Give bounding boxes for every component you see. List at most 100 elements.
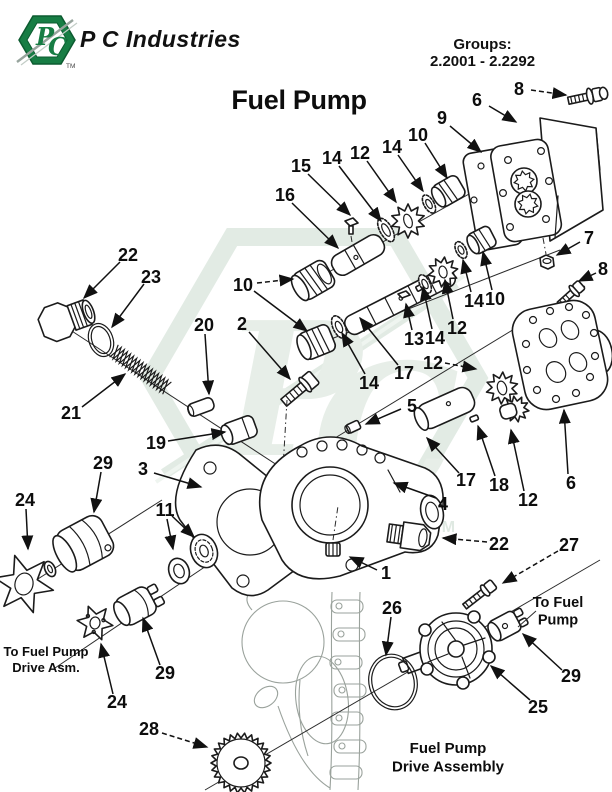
logo-tm: TM — [66, 63, 75, 70]
leader-11 — [164, 518, 177, 551]
part-washer-14-row2c — [454, 240, 468, 260]
callout-6: 6 — [472, 90, 482, 110]
callout-14: 14 — [322, 148, 342, 168]
callout-25: 25 — [528, 697, 548, 717]
leader-14 — [341, 331, 366, 375]
leader-28 — [161, 732, 209, 749]
callout-14: 14 — [382, 137, 402, 157]
callout-21: 21 — [61, 403, 81, 423]
leader-8 — [530, 87, 568, 100]
brand-name: P C Industries — [80, 26, 241, 52]
callout-10: 10 — [233, 275, 253, 295]
leader-6 — [488, 105, 518, 123]
leader-5 — [364, 408, 402, 425]
leader-13 — [403, 302, 415, 331]
centerline-drive-assembly — [204, 559, 601, 791]
leader-14 — [397, 154, 424, 193]
part-plug-1 — [325, 505, 341, 557]
part-gear-12-row1 — [390, 203, 426, 239]
part-bearings-11 — [167, 533, 219, 585]
part-pin-18 — [469, 414, 480, 423]
part-o-ring-23 — [87, 322, 115, 358]
callout-8: 8 — [514, 79, 524, 99]
logo-slash — [16, 19, 74, 63]
part-plug-5 — [344, 419, 362, 435]
leader-10 — [424, 142, 448, 180]
page-title: Fuel Pump — [231, 85, 367, 115]
part-gear-12-pair-a — [485, 371, 519, 405]
leader-12 — [366, 160, 397, 204]
callout-27: 27 — [559, 535, 579, 555]
leader-20 — [202, 333, 215, 396]
leader-26 — [381, 616, 394, 657]
part-coupling-29-lower — [112, 583, 166, 627]
callout-8: 8 — [598, 259, 608, 279]
leader-29 — [141, 616, 161, 666]
leader-8 — [577, 269, 597, 282]
callout-29: 29 — [155, 663, 175, 683]
centerline-valve — [57, 321, 304, 483]
leader-18 — [476, 424, 496, 477]
leader-22 — [441, 533, 488, 546]
callout-29: 29 — [561, 666, 581, 686]
leader-11 — [171, 515, 196, 539]
leader-27 — [501, 550, 559, 584]
callout-10: 10 — [485, 289, 505, 309]
part-bolt-27 — [462, 579, 498, 610]
part-drive-pump-25 — [397, 610, 496, 690]
callout-12: 12 — [350, 143, 370, 163]
part-key-15 — [344, 217, 359, 249]
callout-14: 14 — [464, 291, 484, 311]
callout-12: 12 — [518, 490, 538, 510]
part-coupling-29-upper — [52, 514, 115, 573]
part-plug-22-left — [37, 299, 96, 343]
leader-23 — [111, 283, 145, 329]
part-bushing-10-row2b — [466, 225, 497, 255]
callout-16: 16 — [275, 185, 295, 205]
part-bushing-10-row1 — [290, 259, 336, 302]
part-pin-20 — [187, 397, 215, 417]
leader-16 — [291, 202, 340, 250]
leader-15 — [307, 173, 352, 217]
leader-29 — [521, 632, 563, 671]
leader-22 — [82, 261, 121, 300]
part-nut-7 — [539, 237, 555, 270]
logo-letter-c: C — [48, 32, 67, 61]
callout-26: 26 — [382, 598, 402, 618]
leader-10 — [253, 290, 309, 332]
callout-10: 10 — [408, 125, 428, 145]
leader-12 — [507, 428, 525, 492]
leader-29 — [90, 471, 103, 514]
leader-14 — [419, 285, 433, 330]
part-washer-14-row1b — [421, 194, 437, 214]
groups-range: 2.2001 - 2.2292 — [429, 53, 536, 70]
timing-cover-background — [241, 591, 367, 791]
leader-21 — [81, 373, 127, 408]
callout-23: 23 — [141, 267, 161, 287]
callout-22: 22 — [118, 245, 138, 265]
callout-15: 15 — [291, 156, 311, 176]
part-plug-22-right — [386, 521, 432, 552]
callout-1: 1 — [381, 563, 391, 583]
groups-block: Groups: 2.2001 - 2.2292 — [415, 36, 550, 70]
callout-14: 14 — [359, 373, 379, 393]
callout-17: 17 — [456, 470, 476, 490]
callout-17: 17 — [394, 363, 414, 383]
leader-14 — [338, 165, 382, 223]
part-coupling-29-right — [487, 607, 529, 642]
leader-12 — [444, 360, 478, 373]
leader-24 — [21, 508, 34, 551]
leader-17 — [359, 316, 399, 366]
callout-11: 11 — [155, 500, 174, 520]
leader-1 — [348, 556, 378, 571]
to-fuel-pump-leader — [517, 610, 537, 628]
part-gear-12-pair-b — [499, 395, 530, 423]
callout-28: 28 — [139, 719, 159, 739]
callout-9: 9 — [437, 108, 447, 128]
leader-2 — [248, 331, 291, 381]
callout-24: 24 — [107, 692, 127, 712]
